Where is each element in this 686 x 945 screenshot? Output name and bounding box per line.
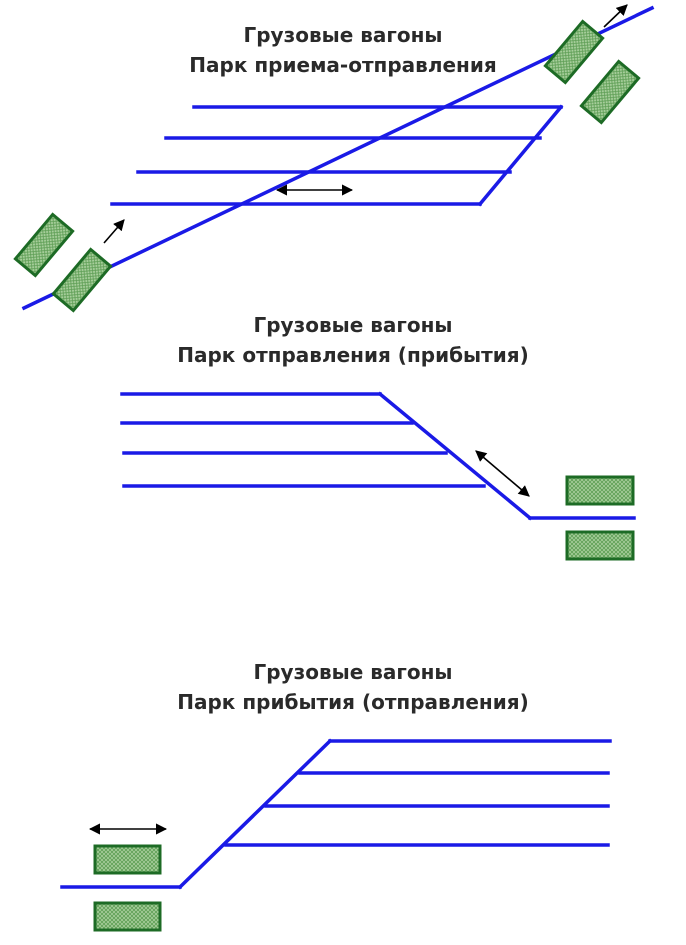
panel-1-wagon-bottom-left — [51, 247, 113, 313]
panel-2-arrow-double — [475, 450, 530, 497]
panel-3-title-line-2: Парк прибытия (отправления) — [177, 690, 529, 714]
panel-1-wagon-top-right — [543, 19, 605, 85]
panel-2-wagon-bottom — [565, 530, 635, 561]
panel-3-wagon-bottom — [93, 901, 162, 932]
panel-1-title-line-1: Грузовые вагоны — [243, 23, 443, 47]
panel-3-wagon-top — [93, 844, 162, 875]
panel-2-title-line-2: Парк отправления (прибытия) — [177, 343, 529, 367]
panel-1-wagon-bottom-right — [579, 59, 641, 125]
panel-2-title-line-1: Грузовые вагоны — [253, 313, 453, 337]
panel-2-wagons — [565, 475, 635, 561]
panel-2-yard — [120, 391, 636, 521]
panel-1-arrows — [103, 4, 628, 244]
panel-2-ladder — [377, 391, 533, 521]
panel-1-title: Грузовые вагоны Парк приема-отправления — [0, 20, 686, 80]
panel-1-right-ladder — [477, 104, 564, 207]
panel-2-title: Грузовые вагоны Парк отправления (прибыт… — [10, 310, 686, 370]
panel-2-arrows — [475, 450, 530, 497]
panel-1-arrow-left-up — [103, 219, 125, 244]
panel-1-wagon-top-left — [13, 212, 75, 278]
panel-3-title: Грузовые вагоны Парк прибытия (отправлен… — [10, 657, 686, 717]
panel-1-arrow-right-up — [603, 4, 628, 28]
panel-1-wagons — [13, 19, 641, 313]
panel-1-main-line — [21, 5, 655, 311]
panel-3-ladder — [177, 738, 333, 890]
panel-1-title-line-2: Парк приема-отправления — [189, 53, 497, 77]
panel-1-yard — [21, 5, 655, 311]
panel-3-title-line-1: Грузовые вагоны — [253, 660, 453, 684]
panel-3-yard — [60, 738, 612, 890]
panel-3-wagons — [93, 844, 162, 932]
panel-2-wagon-top — [565, 475, 635, 506]
